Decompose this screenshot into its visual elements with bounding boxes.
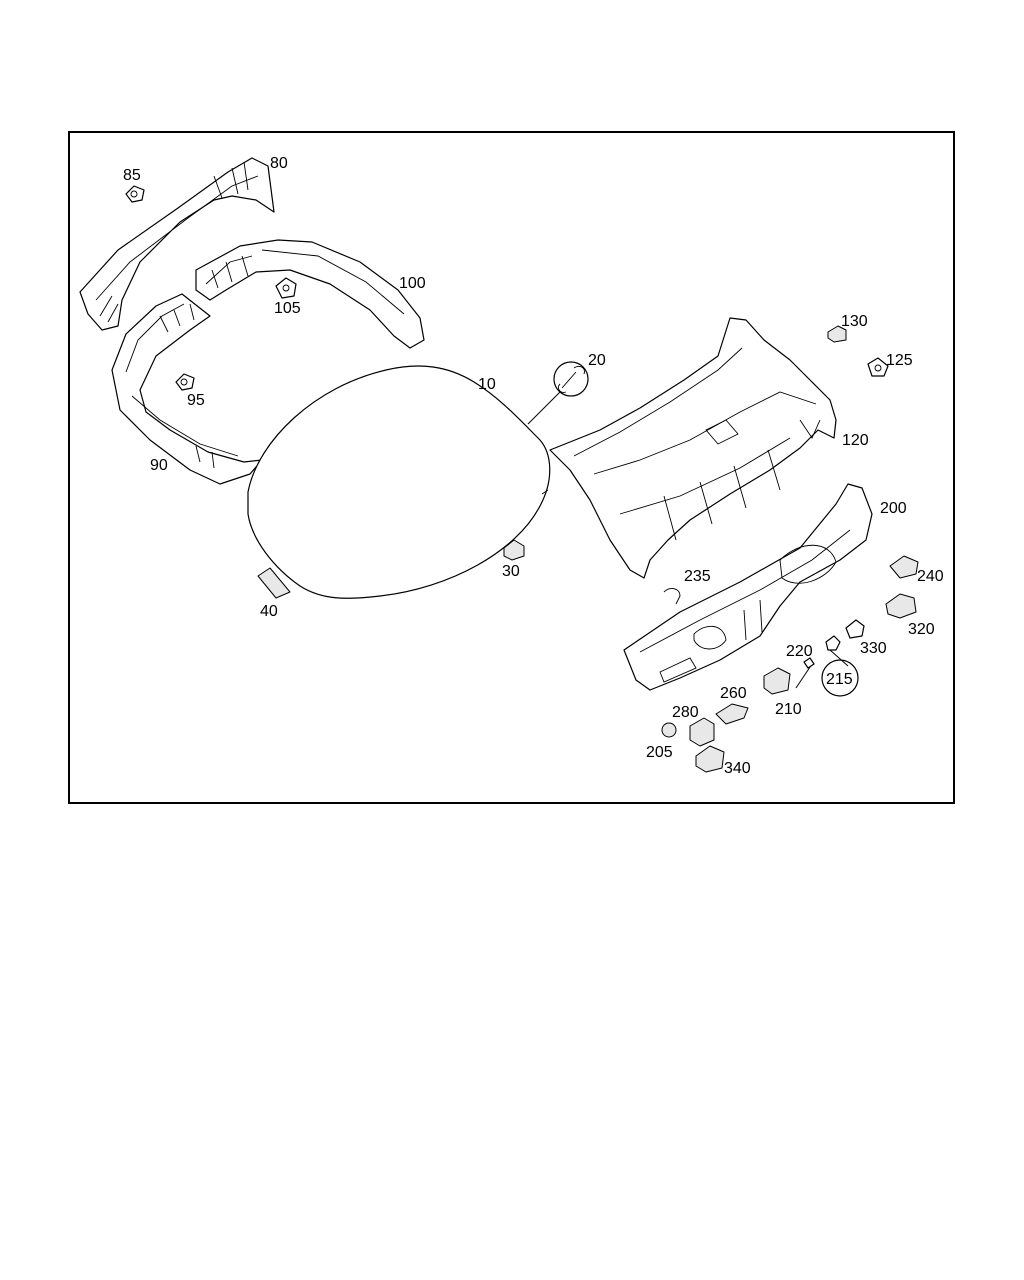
part-220-component[interactable] (825, 635, 841, 651)
callout-330: 330 (860, 640, 887, 657)
callout-215: 215 (826, 671, 853, 688)
callout-205: 205 (646, 744, 673, 761)
callout-130: 130 (841, 313, 868, 330)
callout-100: 100 (399, 275, 426, 292)
part-130-bracket[interactable] (827, 325, 847, 343)
callout-210: 210 (775, 701, 802, 718)
part-280-component[interactable] (689, 717, 715, 747)
callout-90: 90 (150, 457, 168, 474)
part-260-component[interactable] (715, 703, 749, 725)
callout-80: 80 (270, 155, 288, 172)
callout-280: 280 (672, 704, 699, 721)
part-320-component[interactable] (885, 593, 917, 619)
part-125-clip[interactable] (867, 357, 889, 377)
part-200-lower-trim[interactable] (623, 483, 873, 691)
wrench-icon (527, 361, 589, 425)
part-210-component[interactable] (763, 667, 791, 695)
callout-30: 30 (502, 563, 520, 580)
part-95-clip[interactable] (175, 373, 195, 391)
part-85-clip[interactable] (125, 185, 145, 203)
part-90-frame-trim[interactable] (111, 293, 263, 485)
callout-200: 200 (880, 500, 907, 517)
callout-125: 125 (886, 352, 913, 369)
callout-85: 85 (123, 167, 141, 184)
part-240-component[interactable] (889, 555, 919, 579)
callout-105: 105 (274, 300, 301, 317)
callout-235: 235 (684, 568, 711, 585)
callout-240: 240 (917, 568, 944, 585)
part-215-indicator (795, 649, 859, 697)
part-10-glass[interactable] (247, 365, 551, 599)
callout-220: 220 (786, 643, 813, 660)
callout-340: 340 (724, 760, 751, 777)
callout-320: 320 (908, 621, 935, 638)
callout-260: 260 (720, 685, 747, 702)
part-340-component[interactable] (695, 745, 725, 773)
part-235-hook[interactable] (663, 588, 681, 605)
callout-95: 95 (187, 392, 205, 409)
part-120-liftgate-panel[interactable] (549, 317, 837, 579)
part-100-spoiler[interactable] (195, 239, 425, 349)
callout-20: 20 (588, 352, 606, 369)
callout-40: 40 (260, 603, 278, 620)
part-30-block[interactable] (503, 539, 525, 561)
part-40-strip[interactable] (257, 567, 291, 599)
callout-120: 120 (842, 432, 869, 449)
part-80-upper-trim[interactable] (79, 157, 275, 331)
part-330-component[interactable] (845, 619, 865, 639)
part-205-component[interactable] (661, 722, 677, 738)
callout-10: 10 (478, 376, 496, 393)
part-105-clip[interactable] (275, 277, 297, 299)
